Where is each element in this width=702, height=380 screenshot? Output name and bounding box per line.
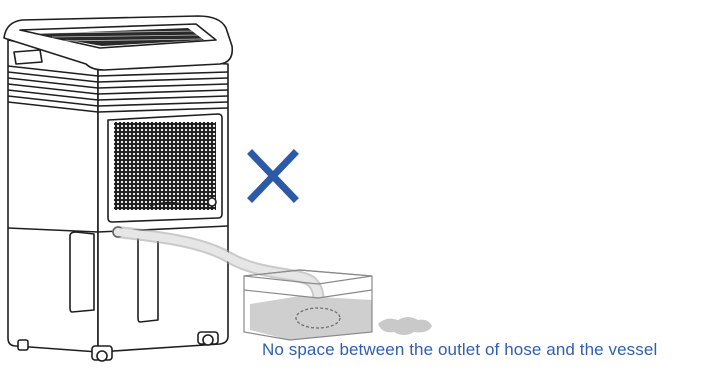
water-vessel bbox=[243, 269, 373, 341]
caption-text: No space between the outlet of hose and … bbox=[262, 340, 658, 359]
dehumidifier-illustration bbox=[3, 15, 234, 362]
puddle bbox=[378, 317, 432, 335]
wheels bbox=[17, 331, 219, 362]
front-vent-grille bbox=[114, 122, 216, 210]
drain-hose bbox=[112, 226, 325, 324]
hose-outlet-mark bbox=[295, 307, 341, 329]
x-mark-icon bbox=[247, 149, 299, 203]
